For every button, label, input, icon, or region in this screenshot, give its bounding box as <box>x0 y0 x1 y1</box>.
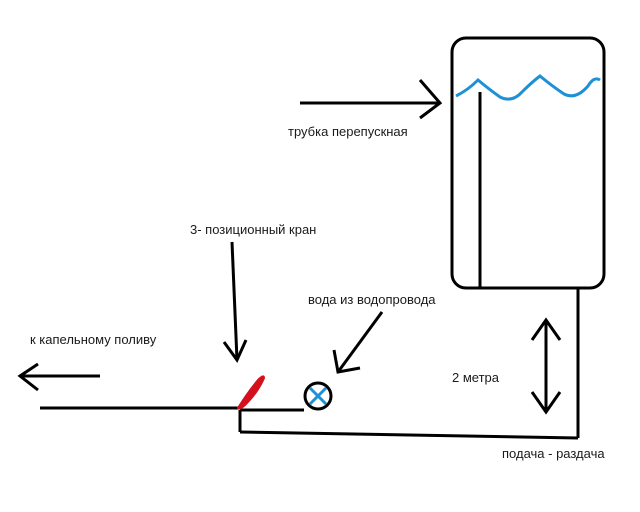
height-label: 2 метра <box>452 370 500 385</box>
bypass-arrow <box>300 79 443 120</box>
water-supply-label: вода из водопровода <box>308 292 436 307</box>
three-way-valve-icon <box>236 375 266 410</box>
drip-irrigation-arrow <box>17 362 100 392</box>
valve-arrow <box>222 241 248 363</box>
water-tap-icon <box>303 381 333 411</box>
supply-distribution-label: подача - раздача <box>502 446 605 461</box>
supply-pipe <box>40 288 580 440</box>
height-double-arrow <box>530 317 562 415</box>
water-surface <box>455 74 601 101</box>
water-tank <box>450 36 606 290</box>
bypass-tube-label: трубка перепускная <box>288 124 408 139</box>
water-supply-arrow <box>332 311 384 374</box>
drip-irrigation-label: к капельному поливу <box>30 332 157 347</box>
three-way-valve-label: 3- позиционный кран <box>190 222 316 237</box>
